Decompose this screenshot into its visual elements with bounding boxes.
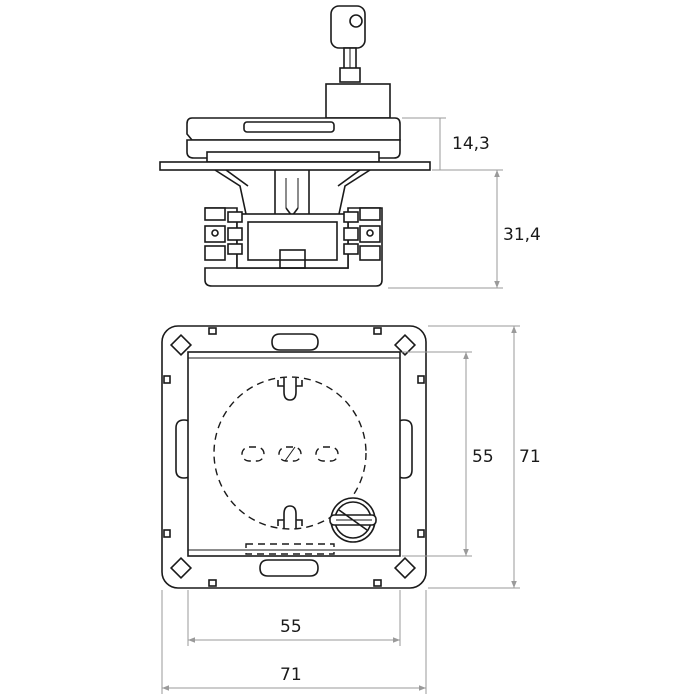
dimension-front-outer-width: 71 <box>161 590 427 694</box>
lock-front-icon <box>329 497 377 543</box>
dimension-front-inner-height: 55 <box>402 351 494 557</box>
socket-outline <box>213 376 367 530</box>
dimension-label-front-inner-width: 55 <box>280 617 302 637</box>
front-view: 55 71 55 71 <box>161 325 541 694</box>
corner-markers <box>169 333 417 580</box>
side-view: 14,3 31,4 <box>159 5 541 289</box>
dimension-side-lower: 31,4 <box>388 169 541 289</box>
dimension-label-front-outer-height: 71 <box>519 447 541 467</box>
frame-plate <box>159 161 431 171</box>
dimension-label-side-lower: 31,4 <box>503 225 541 245</box>
dimension-front-inner-width: 55 <box>187 590 401 646</box>
dimension-label-front-outer-width: 71 <box>280 665 302 685</box>
lock-cylinder <box>325 83 391 119</box>
dimension-label-front-inner-height: 55 <box>472 447 494 467</box>
key-icon <box>330 5 366 83</box>
dimension-front-outer-height: 71 <box>428 325 541 589</box>
dimension-label-side-upper: 14,3 <box>452 134 490 154</box>
mechanism-body <box>204 169 383 287</box>
